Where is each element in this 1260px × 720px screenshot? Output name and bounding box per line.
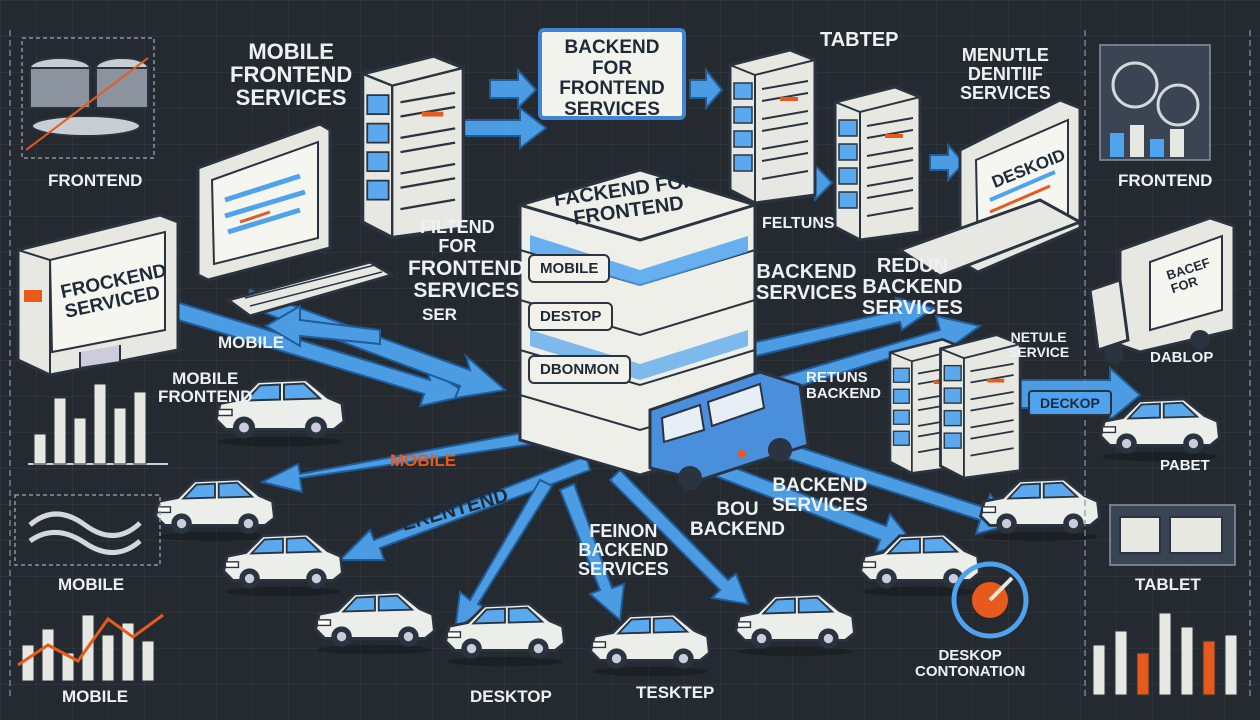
label-tabtep: TABTEP xyxy=(820,29,899,51)
stack-tray-dbonmon: DBONMON xyxy=(528,355,632,384)
label-mfs-line-1: MOBILE xyxy=(248,39,334,64)
label-mf-line-2: FRONTEND xyxy=(158,386,253,406)
label-netule-line-2: SERVICE xyxy=(1008,343,1070,360)
label-bou-line-1: BOU xyxy=(716,499,759,520)
label-netule-service: NETULE SERVICE xyxy=(1008,330,1069,359)
label-redun-line-2: BACKEND xyxy=(862,276,963,298)
label-ser: SER xyxy=(422,305,457,324)
label-mf-line-1: MOBILE xyxy=(172,369,239,388)
label-frontend-left: FRONTEND xyxy=(48,171,143,190)
label-redun-line-1: REDUN xyxy=(876,255,948,277)
label-tablet: TABLET xyxy=(1135,575,1201,594)
title-line-1: BACKEND FOR xyxy=(564,37,660,79)
label-fs-line-2: SERVICES xyxy=(413,279,520,303)
label-filtend-for: FILTEND FOR xyxy=(420,218,495,256)
stack-tray-destop: DESTOP xyxy=(528,302,614,331)
label-filtend-line-1: FILTEND xyxy=(420,217,495,237)
label-frontend-right: FRONTEND xyxy=(1118,171,1213,190)
label-mobile-orange: MOBILE xyxy=(390,451,457,470)
label-retuns-backend: RETUNS BACKEND xyxy=(806,370,881,402)
label-dablop: DABLOP xyxy=(1150,349,1214,366)
label-feinon-backend-services: FEINON BACKEND SERVICES xyxy=(578,522,669,579)
label-bs2-line-1: BACKEND xyxy=(772,475,868,496)
label-feinon-line-1: FEINON xyxy=(589,521,658,541)
label-backend-services-2: BACKEND SERVICES xyxy=(772,476,868,516)
label-mobile-frontend: MOBILE FRONTEND xyxy=(158,370,252,406)
label-filtend-line-2: FOR xyxy=(438,235,477,256)
label-retuns-line-1: RETUNS xyxy=(806,369,868,386)
title-box: BACKEND FOR FRONTEND SERVICES xyxy=(538,28,686,120)
title-line-3: SERVICES xyxy=(564,98,660,120)
label-desktop-bottom: DESKTOP xyxy=(470,687,552,706)
label-pabet: PABET xyxy=(1160,457,1210,474)
label-contonation-line-1: DESKOP xyxy=(938,647,1002,664)
label-mfs-line-2: FRONTEND xyxy=(230,62,353,88)
label-mobile-frontend-services: MOBILE FRONTEND SERVICES xyxy=(230,40,352,109)
label-fs-line-1: FRONTEND xyxy=(408,257,525,280)
label-mobile-arrow: MOBILE xyxy=(218,333,285,352)
label-mfs-line-3: SERVICES xyxy=(235,85,347,111)
label-menutle-line-2: DENITIIF xyxy=(967,63,1043,84)
label-bs1-line-2: SERVICES xyxy=(756,282,857,304)
label-menutle-line-3: SERVICES xyxy=(960,82,1051,103)
label-backend-services-1: BACKEND SERVICES xyxy=(756,262,857,304)
label-bou-backend: BOU BACKEND xyxy=(690,500,785,540)
label-retuns-line-2: BACKEND xyxy=(806,384,881,402)
label-tesktep: TESKTEP xyxy=(636,683,715,702)
label-deskop-contonation: DESKOP CONTONATION xyxy=(915,648,1025,680)
label-redun-line-3: SERVICES xyxy=(862,297,963,319)
label-feltuns: FELTUNS xyxy=(762,215,835,232)
label-feinon-line-2: BACKEND xyxy=(578,539,669,560)
label-mobile-left-1: MOBILE xyxy=(58,575,125,594)
label-menutle-services: MENUTLE DENITIIF SERVICES xyxy=(960,46,1051,103)
label-redun-backend-services: REDUN BACKEND SERVICES xyxy=(862,256,963,319)
title-line-2: FRONTEND xyxy=(559,78,665,100)
label-bou-line-2: BACKEND xyxy=(690,518,785,540)
label-bs2-line-2: SERVICES xyxy=(772,494,868,516)
stack-tray-mobile: MOBILE xyxy=(528,254,611,283)
label-bs1-line-1: BACKEND xyxy=(756,261,857,283)
label-mobile-left-2: MOBILE xyxy=(62,687,129,706)
label-frontend-services: FRONTEND SERVICES xyxy=(408,257,525,303)
label-menutle-line-1: MENUTLE xyxy=(961,45,1049,65)
label-feinon-line-3: SERVICES xyxy=(578,558,669,579)
label-contonation-line-2: CONTONATION xyxy=(915,662,1026,680)
label-netule-line-1: NETULE xyxy=(1010,329,1067,345)
label-deckop-pill: DECKOP xyxy=(1028,390,1112,416)
